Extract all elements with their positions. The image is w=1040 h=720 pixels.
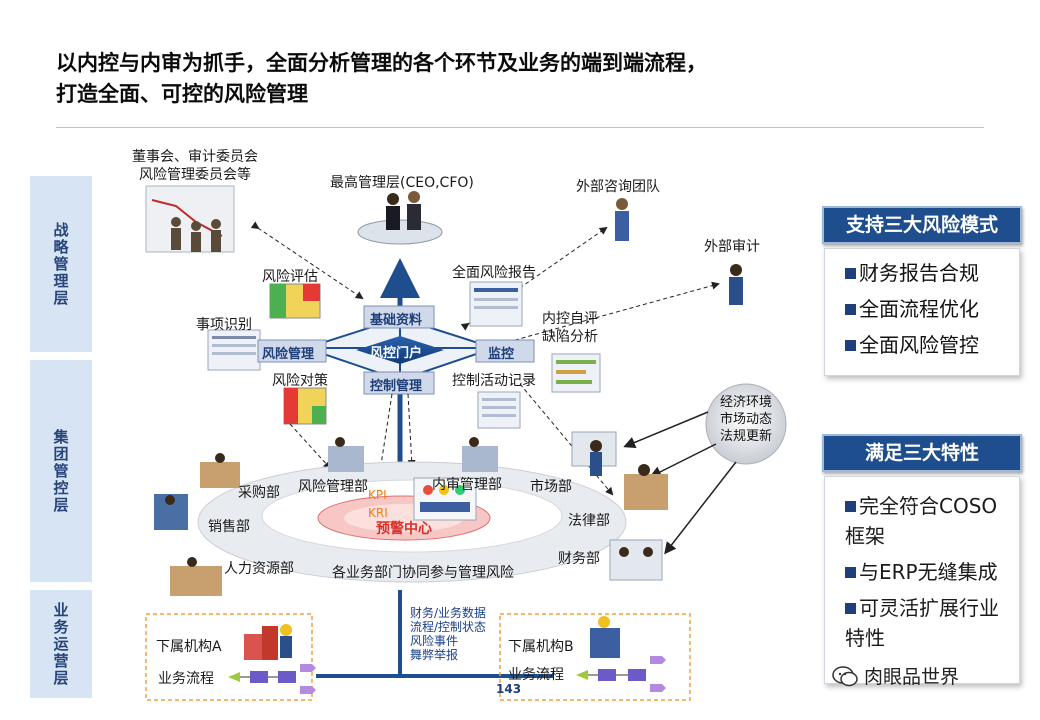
portal-label: 风控门户 (370, 346, 423, 361)
bullet-square-icon (845, 501, 856, 512)
monitor-label: 监控 (488, 347, 515, 362)
finance-dept-icon (609, 539, 663, 581)
subsidiary-a-name: 下属机构A (156, 639, 222, 655)
sales-dept-icon (154, 494, 188, 530)
subsidiary-b-building-icon (590, 616, 620, 658)
panel2-item: 可灵活扩展行业特性 (845, 596, 999, 650)
node-control-mgmt (363, 371, 435, 395)
consultant-person-icon (615, 198, 629, 241)
basic-data-label: 基础资料 (370, 313, 423, 328)
environment-globe (705, 383, 787, 465)
panel2-item: 完全符合COSO框架 (845, 494, 998, 548)
bullet-square-icon (845, 340, 856, 351)
panel-features: 完全符合COSO框架 与ERP无缝集成 可灵活扩展行业特性 (824, 476, 1020, 684)
dept-sales: 销售部 (208, 519, 250, 535)
dept-legal: 法律部 (568, 513, 610, 529)
process-flow-b-icon (576, 656, 666, 692)
dept-finance: 财务部 (558, 551, 600, 567)
panel2-item: 与ERP无缝集成 (825, 551, 1019, 587)
panel-features-title: 满足三大特性 (822, 434, 1022, 472)
panel1-item: 全面流程优化 (825, 291, 1019, 327)
node-monitor (475, 339, 535, 363)
data-flow-label: 财务/业务数据 流程/控制状态 风险事件 舞弊举报 (410, 606, 487, 662)
board-people-icon (171, 217, 221, 252)
control-log-thumb (477, 391, 521, 429)
market-dept-icon (571, 431, 617, 476)
page-number: 143 (496, 682, 522, 696)
executive-label: 最高管理层(CEO,CFO) (330, 175, 474, 191)
auditor-person-icon (729, 264, 743, 305)
subsidiary-b-box (499, 613, 691, 701)
subsidiary-b-name: 下属机构B (508, 639, 574, 655)
self-eval-label: 内控自评 缺陷分析 (542, 311, 598, 345)
kpi-label: KPI (368, 488, 387, 502)
risk-mgmt-label: 风险管理 (262, 347, 315, 362)
risk-response-label: 风险对策 (272, 373, 328, 389)
executive-people-icon (386, 191, 421, 230)
control-mgmt-label: 控制管理 (370, 379, 423, 394)
kri-label: KRI (368, 506, 388, 520)
dept-internal-audit: 内审管理部 (432, 477, 502, 493)
bullet-square-icon (845, 304, 856, 315)
purchasing-dept-icon (200, 453, 240, 488)
wechat-icon (832, 665, 858, 686)
dashboard-thumb (413, 477, 477, 521)
legal-dept-icon (624, 464, 668, 510)
dept-market: 市场部 (530, 479, 572, 495)
warning-center-label: 预警中心 (376, 521, 432, 537)
node-risk-mgmt (257, 339, 327, 363)
page-title: 以内控与内审为抓手，全面分析管理的各个环节及业务的端到端流程， 打造全面、可控的… (56, 51, 707, 106)
hr-dept-icon (170, 557, 222, 596)
dept-risk-mgmt: 风险管理部 (298, 479, 368, 495)
node-basic-data (363, 305, 435, 329)
process-flow-a-icon (228, 664, 316, 694)
title-divider (56, 127, 984, 128)
event-identification-label: 事项识别 (196, 317, 252, 333)
risk-assessment-label: 风险评估 (262, 269, 318, 285)
dept-hr: 人力资源部 (224, 561, 294, 577)
bullet-square-icon (845, 567, 856, 578)
panel1-item: 财务报告合规 (825, 255, 1019, 291)
band-operations: 业务运营层 (30, 590, 92, 698)
ring-footer-label: 各业务部门协同参与管理风险 (332, 565, 514, 581)
watermark: 肉眼品世界 (832, 662, 959, 689)
bullet-square-icon (845, 268, 856, 279)
subsidiary-b-process: 业务流程 (508, 667, 564, 683)
panel1-item: 全面风险管控 (825, 327, 1019, 363)
board-label: 董事会、审计委员会 风险管理委员会等 (132, 149, 258, 183)
environment-label: 经济环境 市场动态 法规更新 (719, 395, 772, 444)
control-activity-label: 控制活动记录 (452, 373, 536, 389)
full-risk-report-label: 全面风险报告 (452, 265, 536, 281)
panel-risk-modes-title: 支持三大风险模式 (822, 206, 1022, 244)
subsidiary-a-process: 业务流程 (158, 671, 214, 687)
risk-dept-icon (328, 437, 364, 472)
subsidiary-a-building-icon (244, 624, 292, 660)
band-group-control: 集团管控层 (30, 360, 92, 582)
external-audit-label: 外部审计 (704, 239, 760, 255)
band-strategy: 战略管理层 (30, 176, 92, 352)
panel-risk-modes: 财务报告合规 全面流程优化 全面风险管控 (824, 248, 1020, 376)
dept-purchasing: 采购部 (238, 485, 280, 501)
bullet-square-icon (845, 603, 856, 614)
portal-center (356, 336, 444, 364)
audit-dept-icon (462, 437, 498, 472)
consulting-label: 外部咨询团队 (576, 179, 660, 195)
